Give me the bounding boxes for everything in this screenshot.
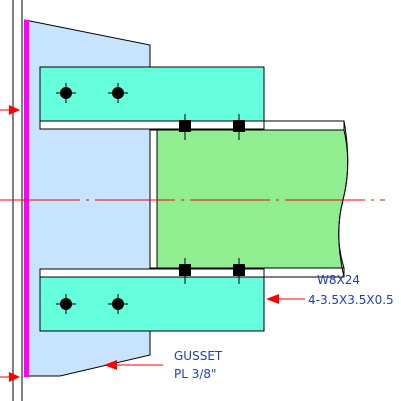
bolt-hole-icon <box>108 294 128 314</box>
angles-label: 4-3.5X3.5X0.5 <box>308 293 394 307</box>
gusset-plate-label: PL 3/8" <box>174 367 217 381</box>
bottom-angle-flange <box>39 268 265 278</box>
top-angle-flange <box>39 120 265 130</box>
bolt-head-icon <box>233 114 245 140</box>
gusset-leader <box>104 360 163 370</box>
beam-web <box>156 129 349 269</box>
bolt-hole-icon <box>108 83 128 103</box>
arrow-right-icon <box>0 372 20 382</box>
bolt-head-icon <box>179 258 191 284</box>
gusset-name-label: GUSSET <box>174 349 223 363</box>
edge-plate <box>24 20 29 377</box>
top-angle-leg <box>39 66 265 122</box>
bolt-head-icon <box>179 114 191 140</box>
bolt-head-icon <box>233 258 245 284</box>
bottom-angle-leg <box>39 276 265 332</box>
arrow-right-icon <box>0 105 20 115</box>
bolt-hole-icon <box>56 83 76 103</box>
section-label: W8X24 <box>317 273 360 287</box>
bolt-hole-icon <box>56 294 76 314</box>
angle-leader <box>266 294 305 304</box>
